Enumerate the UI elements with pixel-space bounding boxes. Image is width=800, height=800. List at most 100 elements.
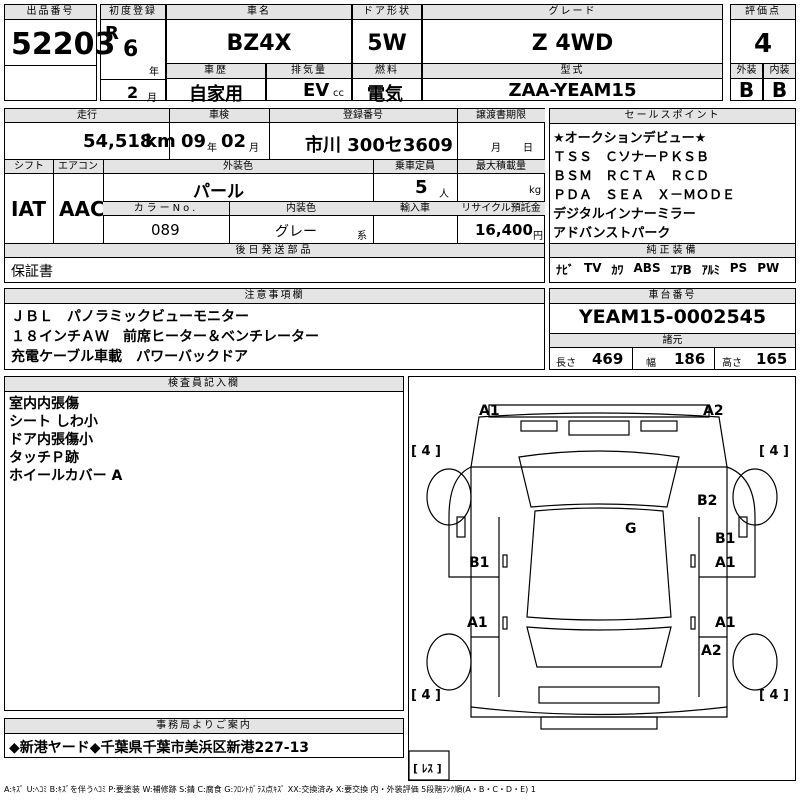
- wheel-front-right: [732, 468, 778, 526]
- int-grade-value: B: [771, 78, 788, 102]
- mark-a2-front: A2: [703, 403, 724, 419]
- recycle-label: リサイクル預託金: [457, 202, 545, 216]
- lot-box: 出品番号 52203: [4, 4, 115, 101]
- fuel-value: 電気: [367, 84, 403, 105]
- ext-color-label: 外装色: [103, 160, 373, 174]
- fender-right: [726, 466, 756, 578]
- rear-window: [526, 626, 672, 668]
- lot-number: 52203: [11, 27, 116, 62]
- aircon-label: エアコン: [53, 160, 103, 174]
- tailgate: [538, 686, 660, 704]
- note-line: ＪＢＬ パノラミックビューモニター: [11, 309, 249, 325]
- equipment-item: TV: [584, 261, 602, 275]
- int-color-label: 内装色: [229, 202, 373, 216]
- notes-box: 注意事項欄 ＪＢＬ パノラミックビューモニター １８インチＡＷ 前席ヒーター＆ベ…: [4, 288, 545, 370]
- reg-month-unit: 月: [147, 93, 157, 104]
- mirror-left: [456, 516, 466, 538]
- max-load-label: 最大積載量: [457, 160, 545, 174]
- delivery-day-unit: 日: [523, 143, 533, 154]
- shift-label: シフト: [5, 160, 53, 174]
- fuel-label: 燃料: [353, 64, 421, 79]
- sales-point-line: アドバンストパーク: [553, 226, 671, 241]
- capacity-value: 5: [415, 177, 428, 198]
- office-box: 事務局よりご案内 ◆新港ヤード◆千葉県千葉市美浜区新港227-13: [4, 718, 404, 758]
- color-no-label: カラーNo.: [103, 202, 229, 216]
- sales-points-box: セールスポイント ★オークションデビュー★ ＴＳＳ ＣソナーＰＫＳＢ ＢＳＭ Ｒ…: [549, 108, 796, 283]
- ext-color-value: パール: [193, 182, 244, 202]
- inspection-month-unit: 月: [249, 143, 259, 154]
- grille: [568, 420, 630, 436]
- sales-point-line: デジタルインナーミラー: [553, 207, 696, 222]
- chassis-number: YEAM15-0002545: [578, 306, 767, 328]
- model-code-value: ZAA-YEAM15: [508, 80, 637, 101]
- mark-a2-rear: A2: [701, 643, 722, 659]
- sales-point-line: ＢＳＭ ＲＣＴＡ ＲＣＤ: [553, 169, 710, 184]
- import-label: 輸入車: [373, 202, 457, 216]
- max-load-unit: kg: [529, 185, 542, 196]
- model-box: 車名 BZ4X: [166, 4, 352, 64]
- score-box: 評価点 4: [730, 4, 796, 64]
- length-label: 長さ: [556, 358, 576, 369]
- lot-label: 出品番号: [5, 5, 96, 20]
- wheel-rear-right: [732, 633, 778, 691]
- height-label: 高さ: [722, 358, 742, 369]
- headlight-right: [640, 420, 678, 432]
- equipment-item: ｱﾙﾐ: [701, 263, 720, 277]
- inspection-year: 09: [181, 131, 207, 152]
- aircon-value: AAC: [59, 197, 105, 221]
- later-parts-value: 保証書: [11, 264, 53, 280]
- reg-year-unit: 年: [149, 67, 159, 78]
- spec-table: 走行 車検 登録番号 譲渡書期限 54,518 km 09 年 02 月 市川 …: [4, 108, 545, 283]
- specs-label: 諸元: [550, 334, 795, 348]
- note-line: １８インチＡＷ 前席ヒーター＆ベンチレーター: [11, 329, 319, 345]
- inspector-line: シート しわ小: [9, 414, 98, 430]
- fender-left: [448, 466, 472, 578]
- int-grade-label: 内装: [764, 64, 795, 79]
- reg-label: 初度登録: [101, 5, 165, 20]
- int-color-value: グレー: [275, 224, 317, 240]
- tire-rear-right: [ 4 ]: [759, 688, 789, 703]
- equipment-label: 純正装備: [550, 244, 795, 258]
- grade-value: Z 4WD: [531, 31, 614, 56]
- fuel-box: 燃料 電気: [352, 63, 422, 105]
- grade-label: グレード: [423, 5, 722, 20]
- mileage-label: 走行: [5, 109, 169, 123]
- inspector-line: ドア内張傷小: [9, 432, 93, 448]
- doors-box: ドア形状 5W: [352, 4, 422, 64]
- spare-tire: [ ﾚｽ ]: [413, 762, 442, 775]
- roof: [526, 507, 672, 621]
- inspector-line: タッチＰ跡: [9, 450, 79, 466]
- capacity-label: 乗車定員: [373, 160, 457, 174]
- color-no-value: 089: [151, 221, 180, 239]
- ext-grade-value: B: [738, 78, 755, 102]
- length-value: 469: [592, 350, 624, 368]
- office-value: ◆新港ヤード◆千葉県千葉市美浜区新港227-13: [9, 740, 310, 756]
- recycle-unit: 円: [533, 231, 543, 242]
- reg-year: 6: [123, 37, 139, 62]
- front-bumper: [488, 404, 710, 418]
- inspector-box: 検査員記入欄 室内内張傷 シート しわ小 ドア内張傷小 タッチＰ跡 ホイールカバ…: [4, 376, 404, 711]
- inspector-line: 室内内張傷: [9, 396, 79, 412]
- mark-a1-front: A1: [479, 403, 500, 419]
- mark-b1-right: B1: [715, 531, 735, 547]
- ext-grade-box: 外装 B: [730, 63, 763, 102]
- hood-outline: [470, 412, 728, 468]
- width-value: 186: [674, 350, 706, 368]
- history-box: 車歴 自家用: [166, 63, 266, 105]
- history-value: 自家用: [189, 84, 243, 105]
- delivery-month-unit: 月: [491, 143, 501, 154]
- office-label: 事務局よりご案内: [5, 719, 403, 734]
- headlight-left: [520, 420, 558, 432]
- equipment-item: ｴｱB: [670, 263, 692, 277]
- capacity-unit: 人: [439, 189, 449, 200]
- later-parts-label: 後日発送部品: [5, 244, 544, 258]
- int-grade-box: 内装 B: [763, 63, 796, 102]
- wheel-front-left: [426, 468, 472, 526]
- equipment-item: ABS: [633, 261, 661, 275]
- sales-point-line: ★オークションデビュー★: [553, 131, 707, 146]
- displacement-value: EV: [303, 80, 330, 101]
- mark-b1-left: B1: [469, 555, 489, 571]
- sales-point-line: ＴＳＳ ＣソナーＰＫＳＢ: [553, 150, 710, 165]
- model-code-label: 型式: [423, 64, 722, 79]
- first-registration-box: 初度登録 R 6 年 2 月: [100, 4, 166, 104]
